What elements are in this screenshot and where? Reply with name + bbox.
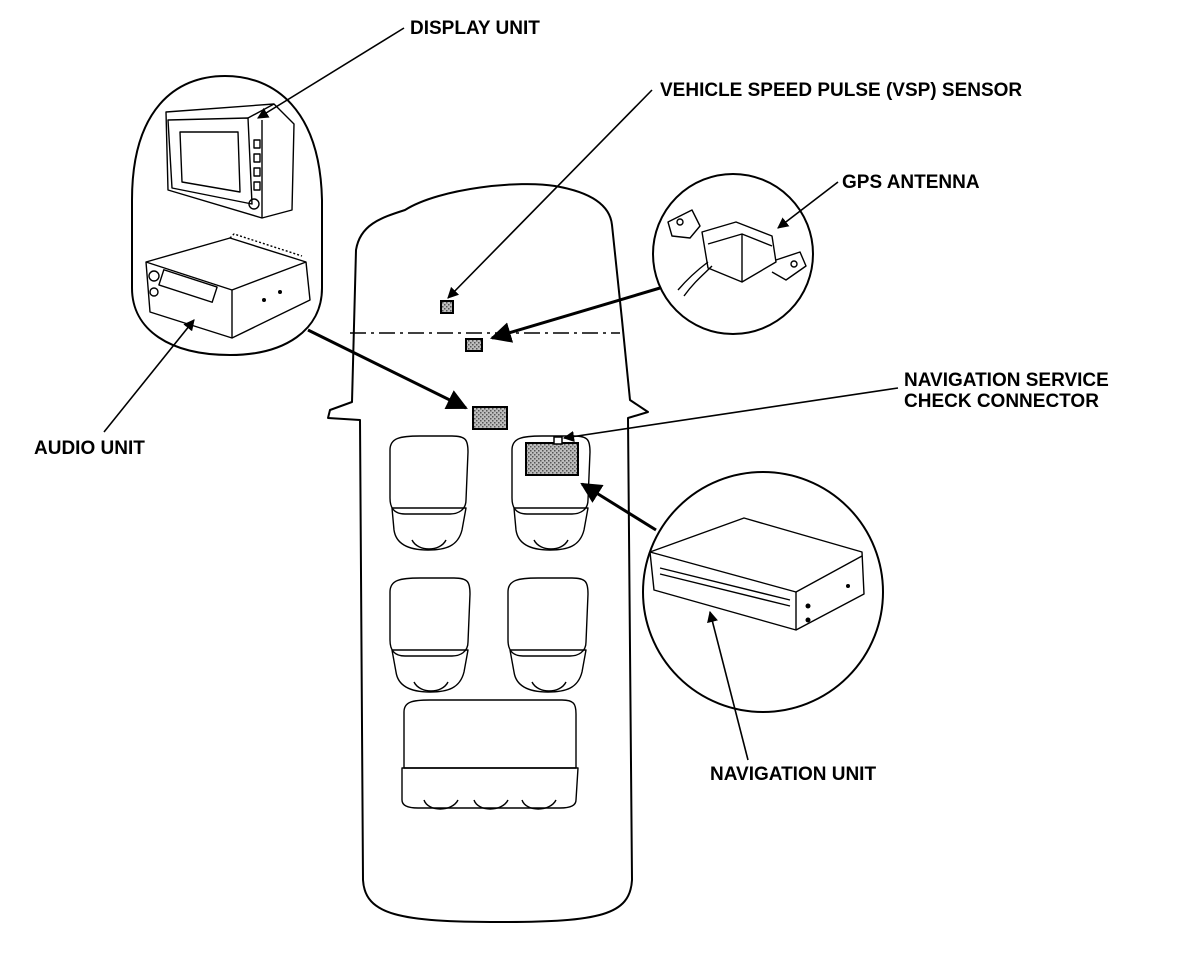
gps-antenna-label: GPS ANTENNA [842, 172, 980, 193]
display-unit-leader [257, 27, 405, 119]
middle-left-seat [389, 577, 471, 693]
gps-location-arrow [489, 286, 661, 343]
vehicle-outline [327, 183, 649, 923]
audio-unit-illustration [145, 233, 311, 339]
display-unit-label: DISPLAY UNIT [410, 18, 540, 39]
audio-display-callout [131, 75, 323, 356]
navigation-unit-leader [707, 610, 749, 761]
rear-bench-seat [401, 699, 579, 810]
navigation-location-arrow [580, 482, 657, 532]
audio-unit-label: AUDIO UNIT [34, 438, 145, 459]
gps-antenna-location-mark [465, 338, 483, 352]
vsp-sensor-label: VEHICLE SPEED PULSE (VSP) SENSOR [660, 80, 1022, 101]
navigation-unit-location-mark [525, 442, 579, 476]
vsp-sensor-leader [447, 89, 653, 299]
vsp-sensor-location-mark [440, 300, 454, 314]
audio-display-location-mark [472, 406, 508, 430]
nav-service-connector-label-line1: NAVIGATION SERVICE [904, 370, 1109, 391]
service-check-connector-mark [553, 436, 563, 445]
audio-location-arrow [307, 328, 468, 410]
middle-right-seat [507, 577, 589, 693]
display-unit-illustration [165, 103, 295, 219]
service-connector-leader [562, 387, 899, 443]
nav-service-connector-label-line2: CHECK CONNECTOR [904, 391, 1099, 412]
gps-antenna-callout [652, 173, 814, 335]
audio-unit-leader [103, 319, 195, 433]
navigation-unit-label: NAVIGATION UNIT [710, 764, 876, 785]
gps-antenna-leader [777, 181, 839, 229]
front-left-seat [389, 435, 469, 551]
navigation-unit-callout [642, 471, 884, 713]
